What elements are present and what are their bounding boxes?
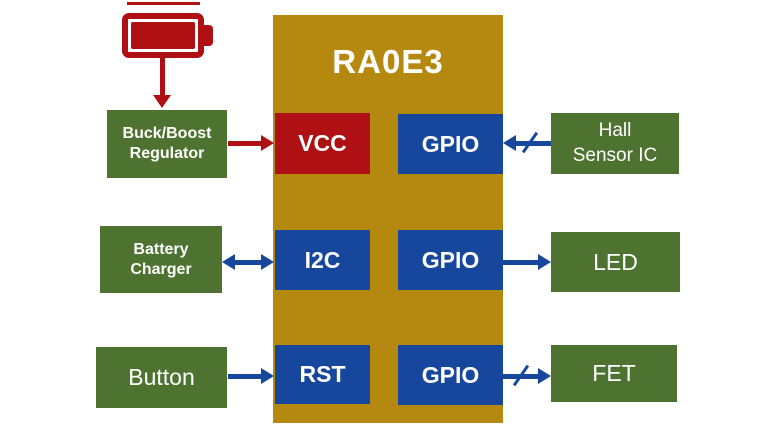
battery-charger-line2: Charger — [130, 260, 192, 278]
box-led: LED — [551, 232, 680, 292]
arrowhead-right-icon — [261, 254, 274, 270]
button-label: Button — [128, 364, 195, 390]
mcu-title: RA0E3 — [332, 43, 444, 80]
box-fet: FET — [551, 345, 677, 402]
arrow-regulator-to-vcc — [228, 141, 262, 146]
pin-rst: RST — [275, 345, 370, 404]
arrowhead-right-icon — [538, 254, 551, 270]
arrowhead-right-icon — [538, 368, 551, 384]
pin-vcc: VCC — [275, 113, 370, 174]
cropped-red-shape — [127, 2, 200, 5]
pin-i2c: I2C — [275, 230, 370, 290]
led-label: LED — [593, 248, 638, 275]
arrowhead-right-icon — [261, 368, 274, 384]
box-button: Button — [96, 347, 227, 408]
arrowhead-down-icon — [153, 95, 171, 108]
hall-sensor-line2: Sensor IC — [572, 144, 658, 166]
arrow-battery-to-regulator — [160, 58, 165, 96]
buck-boost-line1: Buck/Boost — [122, 125, 212, 142]
arrowhead-left-icon — [222, 254, 235, 270]
box-buck-boost-regulator: Buck/Boost Regulator — [107, 110, 227, 178]
arrow-charger-i2c — [233, 260, 263, 265]
battery-fill — [131, 22, 195, 49]
arrowhead-left-icon — [503, 135, 516, 151]
arrow-button-to-rst — [228, 374, 262, 379]
battery-charger-line1: Battery — [133, 240, 189, 258]
hall-sensor-line1: Hall — [598, 119, 632, 141]
arrow-gpio-to-led — [503, 260, 539, 265]
arrowhead-right-icon — [261, 135, 274, 151]
battery-terminal — [204, 25, 213, 46]
box-battery-charger: Battery Charger — [100, 226, 222, 293]
arrow-hall-to-gpio — [514, 141, 551, 146]
pin-gpio-3: GPIO — [398, 345, 503, 405]
buck-boost-line2: Regulator — [129, 145, 205, 162]
fet-label: FET — [592, 360, 636, 386]
box-hall-sensor-ic: Hall Sensor IC — [551, 113, 679, 174]
pin-gpio-1: GPIO — [398, 114, 503, 174]
battery-icon — [122, 13, 204, 58]
pin-gpio-2: GPIO — [398, 230, 503, 290]
